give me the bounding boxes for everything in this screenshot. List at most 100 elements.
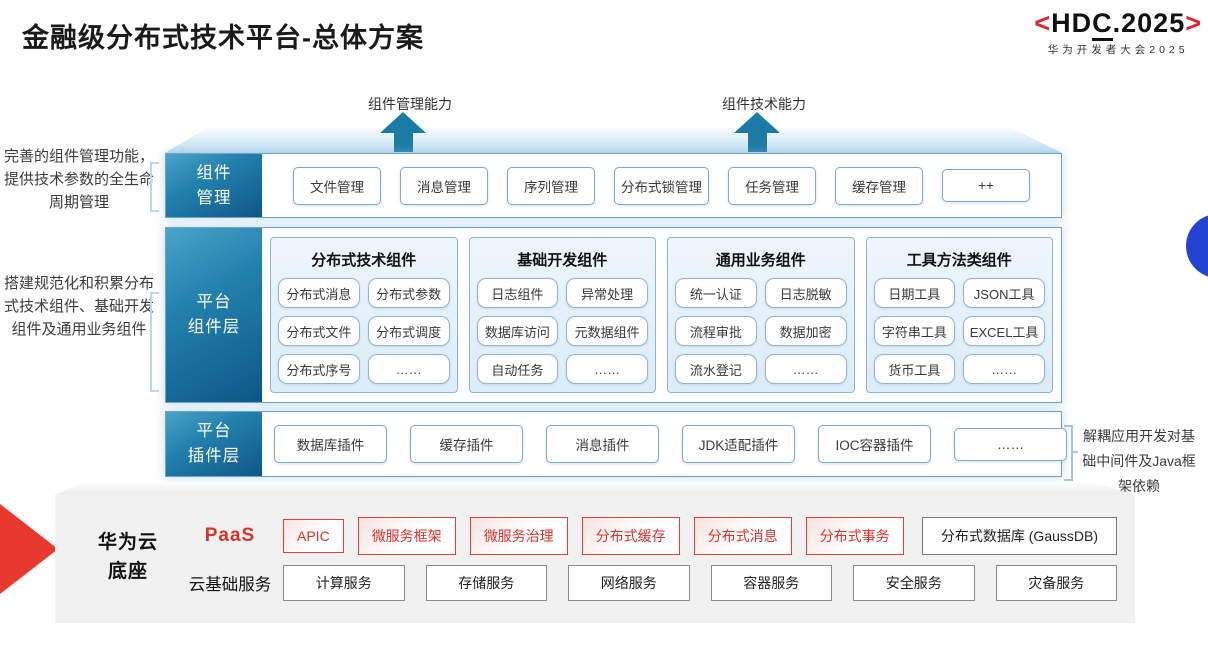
blue-circle-decoration <box>1186 214 1208 278</box>
row-label-line2: 管理 <box>196 188 232 207</box>
item-network-service: 网络服务 <box>568 565 690 601</box>
item-cache-plugin: 缓存插件 <box>410 425 523 463</box>
row-label-line2: 插件层 <box>187 447 241 465</box>
item-log-masking: 日志脱敏 <box>764 278 847 308</box>
iaas-row: 云基础服务 计算服务 存储服务 网络服务 容器服务 安全服务 灾备服务 <box>177 565 1117 601</box>
row-component-management: 组件 管理 文件管理 消息管理 序列管理 分布式锁管理 任务管理 缓存管理 ++ <box>165 153 1062 218</box>
foundation-3d-top-face <box>55 482 1135 495</box>
page-title: 金融级分布式技术平台-总体方案 <box>22 23 424 53</box>
item-log-component: 日志组件 <box>476 278 559 308</box>
arrow-label-technical: 组件技术能力 <box>722 96 806 112</box>
hdc-logo-text: <HDC.2025> <box>1034 8 1202 41</box>
logo-open-bracket: < <box>1034 8 1052 38</box>
item-message-management: 消息管理 <box>400 166 488 205</box>
logo-hd: HD <box>1051 8 1093 38</box>
iaas-label: 云基础服务 <box>188 576 272 594</box>
group-common-business: 通用业务组件 统一认证 日志脱敏 流程审批 数据加密 流水登记 …… <box>667 237 855 393</box>
item-json-tool: JSON工具 <box>963 278 1045 308</box>
up-arrow-technical-icon <box>734 112 780 152</box>
logo-year: .2025 <box>1112 8 1186 38</box>
paas-row: PaaS APIC 微服务框架 微服务治理 分布式缓存 分布式消息 分布式事务 … <box>177 517 1117 555</box>
item-data-encryption: 数据加密 <box>764 316 847 346</box>
item-auto-task: 自动任务 <box>476 354 559 384</box>
item-microservice-governance: 微服务治理 <box>469 517 568 555</box>
item-ellipsis: …… <box>954 427 1067 461</box>
item-ellipsis: …… <box>963 354 1045 384</box>
item-distributed-cache: 分布式缓存 <box>581 517 680 555</box>
foundation-label-line2: 底座 <box>107 561 148 582</box>
paas-items: APIC 微服务框架 微服务治理 分布式缓存 分布式消息 分布式事务 分布式数据… <box>283 517 1117 555</box>
red-arrow-icon <box>0 504 58 594</box>
left-bracket-row2 <box>150 292 159 392</box>
item-string-tool: 字符串工具 <box>873 316 956 346</box>
group-basic-dev: 基础开发组件 日志组件 异常处理 数据库访问 元数据组件 自动任务 …… <box>468 237 656 393</box>
logo-c-underlined: C <box>1092 8 1113 41</box>
item-ellipsis: …… <box>764 354 847 384</box>
item-date-tool: 日期工具 <box>873 278 956 308</box>
group-distributed-tech: 分布式技术组件 分布式消息 分布式参数 分布式文件 分布式调度 分布式序号 …… <box>270 237 458 393</box>
up-arrow-management-icon <box>380 112 426 152</box>
group-title: 工具方法类组件 <box>906 252 1012 269</box>
item-task-management: 任务管理 <box>728 166 816 205</box>
foundation-label: 华为云 底座 <box>81 528 175 586</box>
item-ellipsis: …… <box>367 354 450 384</box>
row-label-line1: 平台 <box>196 293 232 311</box>
item-sequence-management: 序列管理 <box>507 166 595 205</box>
group-title: 通用业务组件 <box>715 252 806 269</box>
left-bracket-row1 <box>150 162 159 212</box>
item-distributed-parameter: 分布式参数 <box>367 278 450 308</box>
note-component-management: 完善的组件管理功能，提供技术参数的全生命周期管理 <box>4 148 155 211</box>
row-platform-plugin-layer: 平台 插件层 数据库插件 缓存插件 消息插件 JDK适配插件 IOC容器插件 …… <box>165 411 1067 477</box>
group-grid: 分布式消息 分布式参数 分布式文件 分布式调度 分布式序号 …… <box>278 278 450 384</box>
item-distributed-transaction: 分布式事务 <box>805 517 904 555</box>
item-container-service: 容器服务 <box>710 565 832 601</box>
platform-3d-top-face <box>165 128 1062 153</box>
group-title: 基础开发组件 <box>517 252 608 269</box>
item-apic: APIC <box>283 519 344 553</box>
component-groups: 分布式技术组件 分布式消息 分布式参数 分布式文件 分布式调度 分布式序号 ……… <box>262 228 1061 402</box>
group-grid: 日志组件 异常处理 数据库访问 元数据组件 自动任务 …… <box>476 278 648 384</box>
item-distributed-lock-management: 分布式锁管理 <box>614 166 709 205</box>
right-bracket <box>1064 425 1078 481</box>
item-unified-auth: 统一认证 <box>675 278 757 308</box>
item-flow-register: 流水登记 <box>675 354 757 384</box>
arrow-label-management: 组件管理能力 <box>368 96 452 112</box>
note-decoupling: 解耦应用开发对基础中间件及Java框架依赖 <box>1082 428 1196 494</box>
item-excel-tool: EXCEL工具 <box>963 316 1045 346</box>
item-distributed-message: 分布式消息 <box>693 517 792 555</box>
item-compute-service: 计算服务 <box>283 565 405 601</box>
item-storage-service: 存储服务 <box>425 565 547 601</box>
row-label-platform-plugins: 平台 插件层 <box>166 412 262 476</box>
row-label-line1: 组件 <box>196 163 232 182</box>
row-label-platform-components: 平台 组件层 <box>166 228 262 402</box>
foundation-rows: PaaS APIC 微服务框架 微服务治理 分布式缓存 分布式消息 分布式事务 … <box>177 517 1117 611</box>
item-file-management: 文件管理 <box>293 166 381 205</box>
row-label-line1: 平台 <box>196 422 232 440</box>
component-management-items: 文件管理 消息管理 序列管理 分布式锁管理 任务管理 缓存管理 ++ <box>262 154 1061 217</box>
item-currency-tool: 货币工具 <box>873 354 956 384</box>
item-security-service: 安全服务 <box>853 565 975 601</box>
item-distributed-message: 分布式消息 <box>278 278 360 308</box>
item-database-access: 数据库访问 <box>476 316 559 346</box>
item-gaussdb: 分布式数据库 (GaussDB) <box>921 517 1117 555</box>
plugin-items: 数据库插件 缓存插件 消息插件 JDK适配插件 IOC容器插件 …… <box>262 412 1077 476</box>
item-microservice-framework: 微服务框架 <box>357 517 456 555</box>
item-distributed-scheduling: 分布式调度 <box>367 316 450 346</box>
item-jdk-adapter-plugin: JDK适配插件 <box>682 425 795 463</box>
group-utility-methods: 工具方法类组件 日期工具 JSON工具 字符串工具 EXCEL工具 货币工具 …… <box>865 237 1053 393</box>
item-message-plugin: 消息插件 <box>546 425 659 463</box>
hdc-logo-subtext: 华为开发者大会2025 <box>1047 44 1189 56</box>
group-title: 分布式技术组件 <box>311 252 417 269</box>
item-exception-handling: 异常处理 <box>566 278 648 308</box>
foundation-label-line1: 华为云 <box>97 532 158 553</box>
logo-close-bracket: > <box>1185 8 1202 38</box>
paas-label: PaaS <box>204 525 256 546</box>
row-label-component-management: 组件 管理 <box>166 154 262 217</box>
note-platform-components: 搭建规范化和积累分布式技术组件、基础开发组件及通用业务组件 <box>4 275 155 338</box>
item-metadata-component: 元数据组件 <box>566 316 648 346</box>
item-ellipsis: …… <box>566 354 648 384</box>
hdc-logo: <HDC.2025> 华为开发者大会2025 <box>1034 8 1202 57</box>
item-ioc-container-plugin: IOC容器插件 <box>818 425 931 463</box>
item-distributed-file: 分布式文件 <box>278 316 360 346</box>
group-grid: 日期工具 JSON工具 字符串工具 EXCEL工具 货币工具 …… <box>873 278 1045 384</box>
